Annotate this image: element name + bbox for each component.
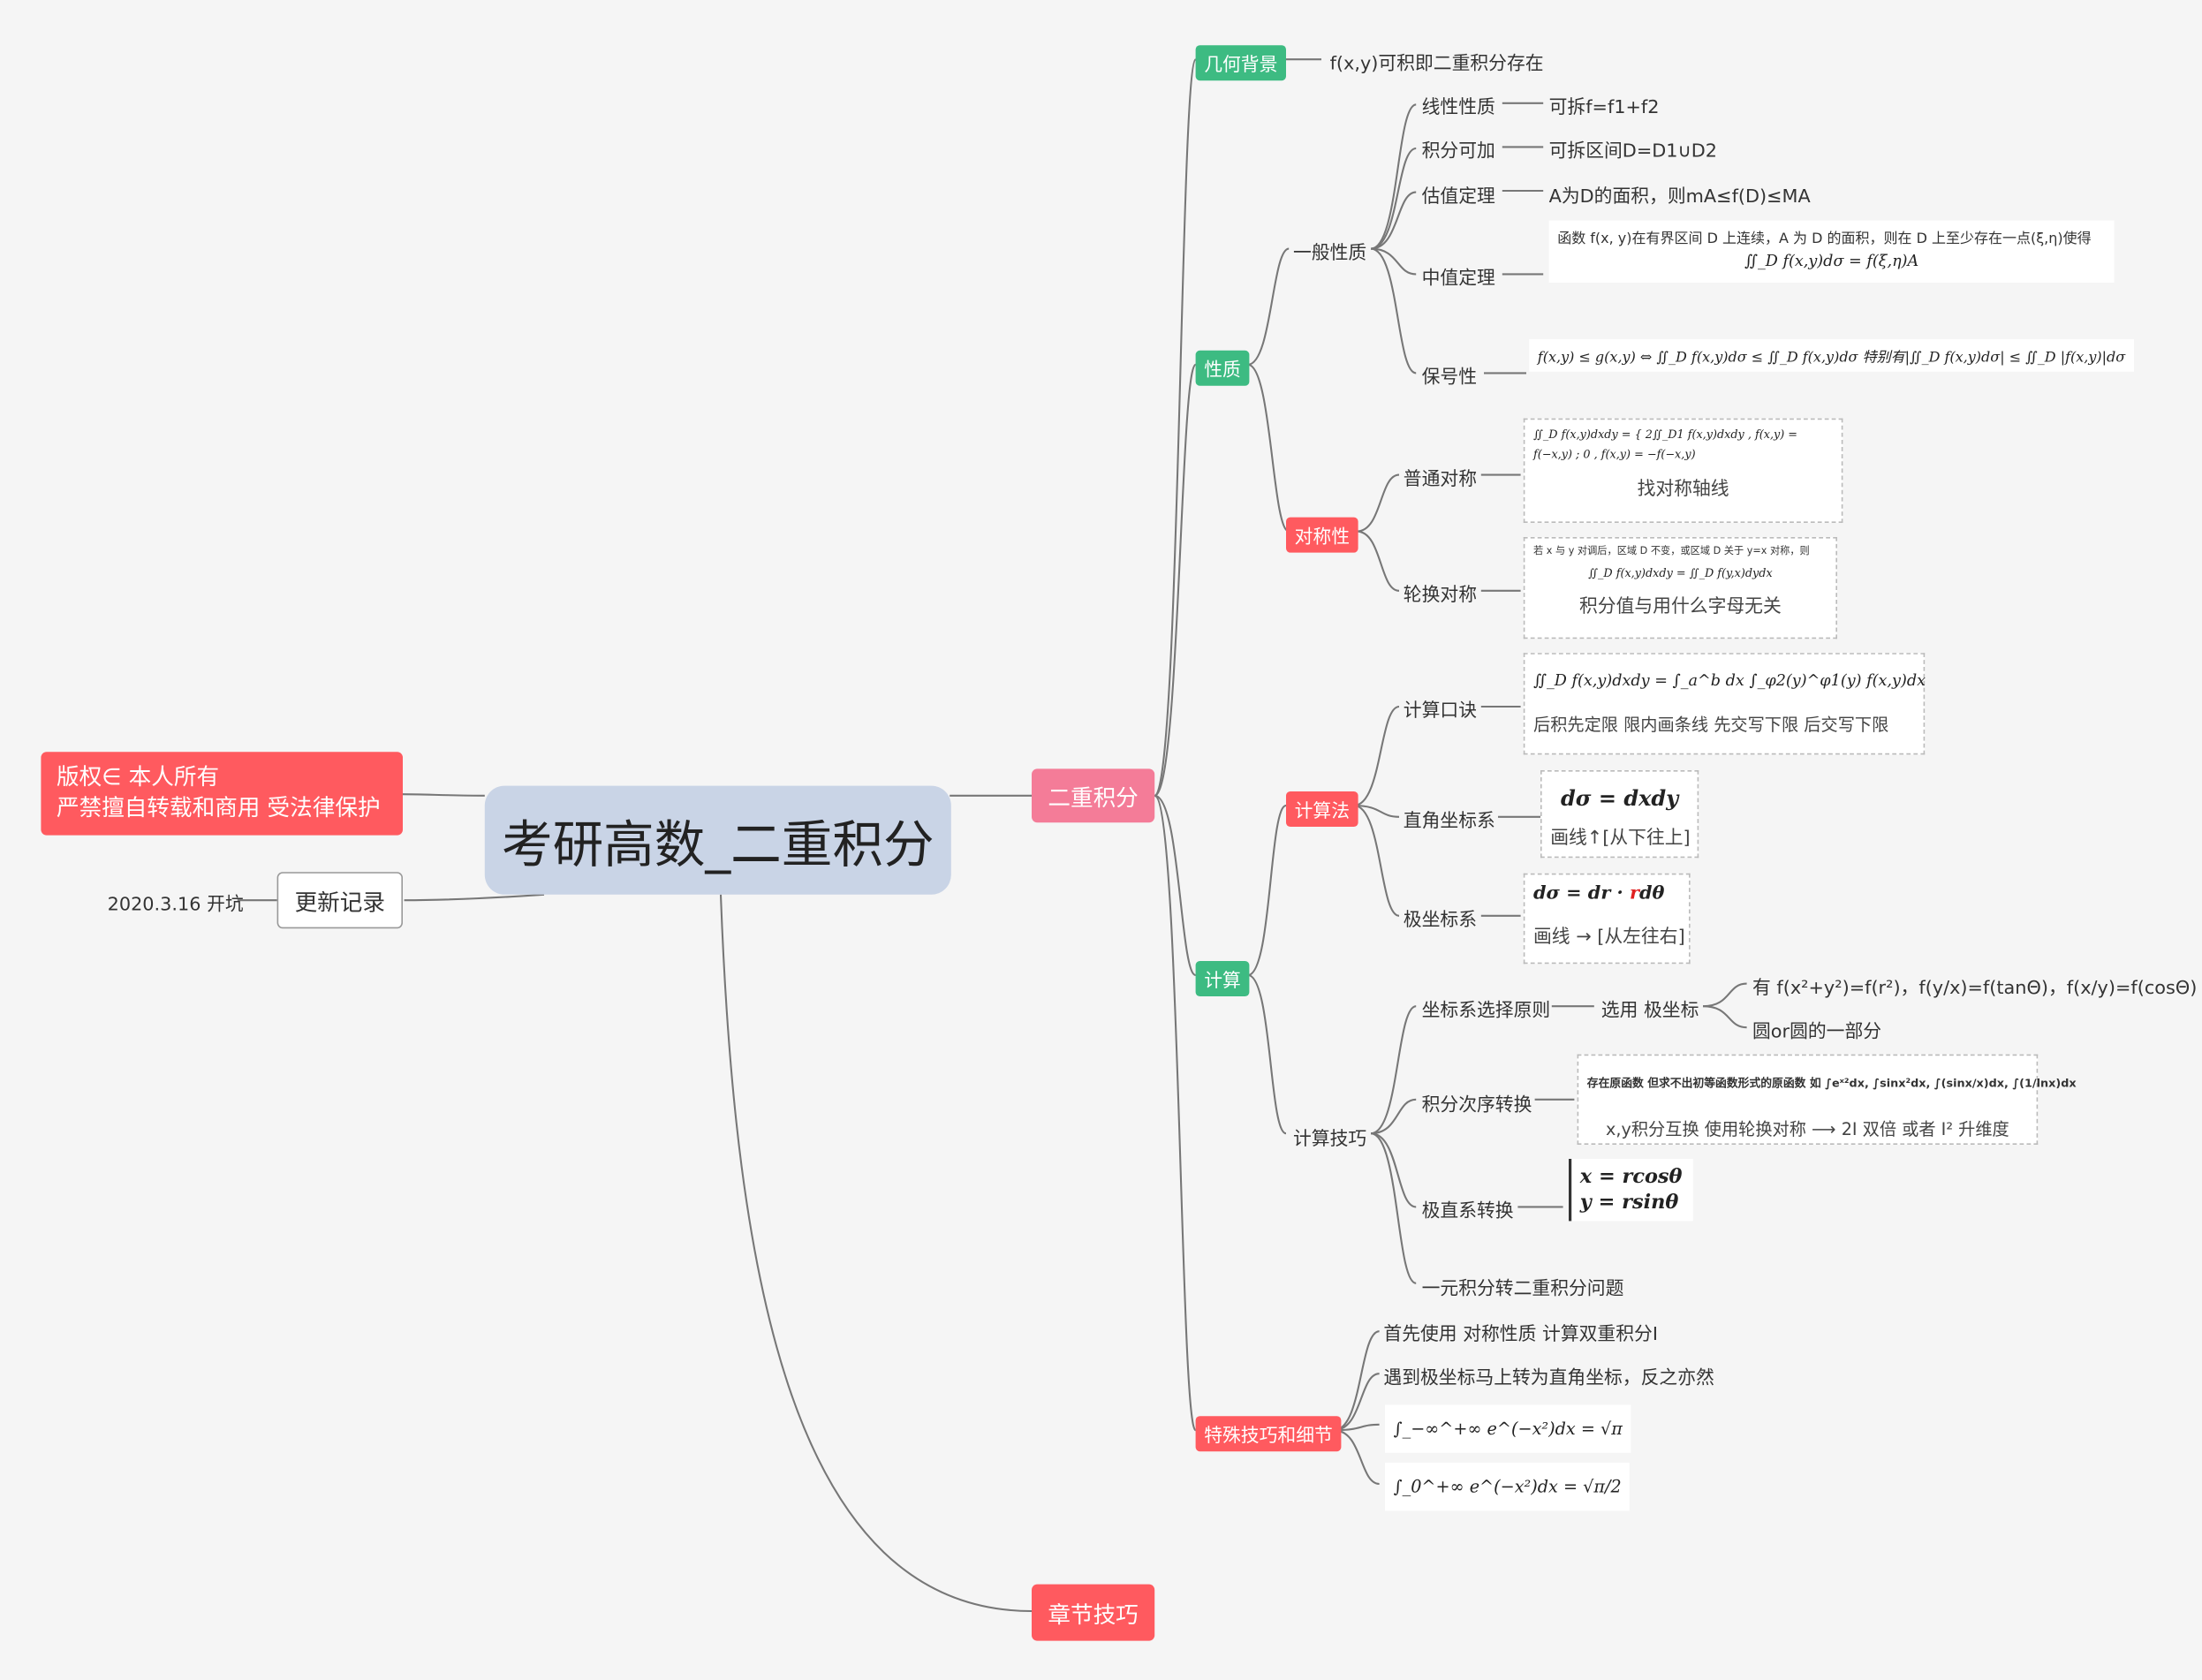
topic-single-to-double[interactable]: 一元积分转二重积分问题 <box>1421 1279 1624 1300</box>
topic-symmetry[interactable]: 对称性 <box>1286 517 1358 553</box>
root-title: 考研高数_二重积分 <box>501 816 935 874</box>
topic-order-swap[interactable]: 积分次序转换 <box>1421 1095 1532 1116</box>
polar-formula-a: dσ = dr · <box>1533 883 1631 904</box>
polar-caption: 画线 → [从左往右] <box>1533 927 1685 949</box>
rotation-symmetry-line: 若 x 与 y 对调后，区域 D 不变，或区域 D 关于 y=x 对称，则 <box>1533 545 1810 557</box>
rectangular-coords-box[interactable]: dσ = dxdy 画线↑[从下往上] <box>1540 770 1699 859</box>
rotation-symmetry-formula: ∬_D f(x,y)dxdy = ∬_D f(y,x)dydx <box>1588 566 1773 579</box>
polar-rect-line-2: y = rsinθ <box>1579 1191 1679 1215</box>
estimate-text[interactable]: A为D的面积，则mA≤f(D)≤MA <box>1548 186 1811 208</box>
normal-symmetry-box[interactable]: ∬_D f(x,y)dxdy = { 2∬_D1 f(x,y)dxdy , f(… <box>1523 418 1843 523</box>
gaussian-integral-1[interactable]: ∫_−∞^+∞ e^(−x²)dx = √π <box>1385 1404 1631 1453</box>
topic-geometry-background[interactable]: 几何背景 <box>1195 45 1287 81</box>
mean-value-box[interactable]: 函数 f(x, y)在有界区间 D 上连续，A 为 D 的面积，则在 D 上至少… <box>1548 220 2115 283</box>
update-record-label: 更新记录 <box>294 889 385 916</box>
topic-calc-method[interactable]: 计算法 <box>1286 791 1358 827</box>
order-swap-caption: x,y积分互换 使用轮换对称 ⟶ 2I 双倍 或者 I² 升维度 <box>1606 1119 2009 1139</box>
polar-formula: dσ = dr · rdθ <box>1533 883 1680 904</box>
linear-text[interactable]: 可拆f=f1+f2 <box>1548 97 1660 119</box>
sign-preserving-formula[interactable]: f(x,y) ≤ g(x,y) ⇔ ∬_D f(x,y)dσ ≤ ∬_D f(x… <box>1529 339 2134 372</box>
update-record-topic[interactable]: 更新记录 <box>276 872 403 929</box>
copyright-line-2: 严禁擅自转载和商用 受法律保护 <box>57 794 381 821</box>
rectangular-caption: 画线↑[从下往上] <box>1550 828 1691 850</box>
calc-rhyme-formula: ∬_D f(x,y)dxdy = ∫_a^b dx ∫_φ2(y)^φ1(y) … <box>1533 671 1926 690</box>
polar-rect-box[interactable]: x = rcosθ y = rsinθ <box>1569 1159 1693 1222</box>
topic-additive[interactable]: 积分可加 <box>1421 141 1495 163</box>
order-swap-line: 存在原函数 但求不出初等函数形式的原函数 如 ∫eˣ²dx, ∫sinx²dx,… <box>1586 1077 2077 1090</box>
root-topic[interactable]: 考研高数_二重积分 <box>484 785 951 895</box>
topic-normal-symmetry[interactable]: 普通对称 <box>1403 469 1478 491</box>
gaussian-integral-2[interactable]: ∫_0^+∞ e^(−x²)dx = √π/2 <box>1385 1463 1631 1511</box>
topic-general-properties[interactable]: 一般性质 <box>1293 243 1367 265</box>
topic-special-skills[interactable]: 特殊技巧和细节 <box>1195 1416 1342 1452</box>
polar-formula-b: dθ <box>1639 883 1665 904</box>
polar-rect-line-1: x = rcosθ <box>1579 1166 1683 1189</box>
calc-rhyme-caption: 后积先定限 限内画条线 先交写下限 后交写下限 <box>1533 715 1889 735</box>
topic-calc-rhyme[interactable]: 计算口诀 <box>1403 700 1478 723</box>
topic-coord-choice[interactable]: 坐标系选择原则 <box>1421 1000 1551 1022</box>
geo-text[interactable]: f(x,y)可积即二重积分存在 <box>1329 53 1544 75</box>
order-swap-box[interactable]: 存在原函数 但求不出初等函数形式的原函数 如 ∫eˣ²dx, ∫sinx²dx,… <box>1577 1054 2077 1145</box>
additive-text[interactable]: 可拆区间D=D1∪D2 <box>1548 141 1717 163</box>
special-skill-1[interactable]: 首先使用 对称性质 计算双重积分I <box>1383 1324 1658 1346</box>
branch-double-integral-label: 二重积分 <box>1048 784 1139 812</box>
update-item[interactable]: 2020.3.16 开坑 <box>107 894 244 916</box>
polar-formula-r: r <box>1630 883 1639 904</box>
topic-calculation[interactable]: 计算 <box>1195 961 1250 996</box>
special-skill-2[interactable]: 遇到极坐标马上转为直角坐标，反之亦然 <box>1383 1367 1714 1389</box>
coord-choice-condition-2[interactable]: 圆or圆的一部分 <box>1752 1021 1882 1043</box>
topic-polar-rect-conversion[interactable]: 极直系转换 <box>1421 1201 1514 1222</box>
rotation-symmetry-caption: 积分值与用什么字母无关 <box>1578 596 1782 618</box>
calc-rhyme-box[interactable]: ∬_D f(x,y)dxdy = ∫_a^b dx ∫_φ2(y)^φ1(y) … <box>1523 653 1926 755</box>
coord-choice-condition-1[interactable]: 有 f(x²+y²)=f(r²)，f(y/x)=f(tanΘ)，f(x/y)=f… <box>1752 978 2198 1000</box>
topic-mean-value[interactable]: 中值定理 <box>1421 269 1495 290</box>
topic-estimate[interactable]: 估值定理 <box>1421 186 1495 208</box>
branch-chapter-skills-label: 章节技巧 <box>1048 1601 1139 1629</box>
topic-calc-skills[interactable]: 计算技巧 <box>1293 1129 1367 1151</box>
topic-rectangular-coords[interactable]: 直角坐标系 <box>1403 811 1495 833</box>
copyright-topic[interactable]: 版权∈ 本人所有 严禁擅自转载和商用 受法律保护 <box>41 752 404 836</box>
topic-linear[interactable]: 线性性质 <box>1421 97 1495 119</box>
topic-properties[interactable]: 性质 <box>1195 350 1250 386</box>
mean-value-text: 函数 f(x, y)在有界区间 D 上连续，A 为 D 的面积，则在 D 上至少… <box>1557 231 2092 247</box>
branch-chapter-skills[interactable]: 章节技巧 <box>1032 1584 1155 1641</box>
branch-double-integral[interactable]: 二重积分 <box>1032 768 1155 823</box>
normal-symmetry-caption: 找对称轴线 <box>1637 479 1729 501</box>
normal-symmetry-formula: ∬_D f(x,y)dxdy = { 2∬_D1 f(x,y)dxdy , f(… <box>1533 428 1798 461</box>
rectangular-formula: dσ = dxdy <box>1561 785 1679 812</box>
topic-rotation-symmetry[interactable]: 轮换对称 <box>1403 585 1478 607</box>
topic-sign-preserving[interactable]: 保号性 <box>1421 367 1478 389</box>
topic-polar-coords[interactable]: 极坐标系 <box>1403 910 1478 932</box>
polar-coords-box[interactable]: dσ = dr · rdθ 画线 → [从左往右] <box>1523 873 1691 965</box>
rotation-symmetry-box[interactable]: 若 x 与 y 对调后，区域 D 不变，或区域 D 关于 y=x 对称，则 ∬_… <box>1523 537 1837 639</box>
mean-value-formula: ∬_D f(x,y)dσ = f(ξ,η)A <box>1744 251 1919 270</box>
coord-choice-pick[interactable]: 选用 极坐标 <box>1600 1000 1699 1022</box>
copyright-line-1: 版权∈ 本人所有 <box>57 763 220 791</box>
